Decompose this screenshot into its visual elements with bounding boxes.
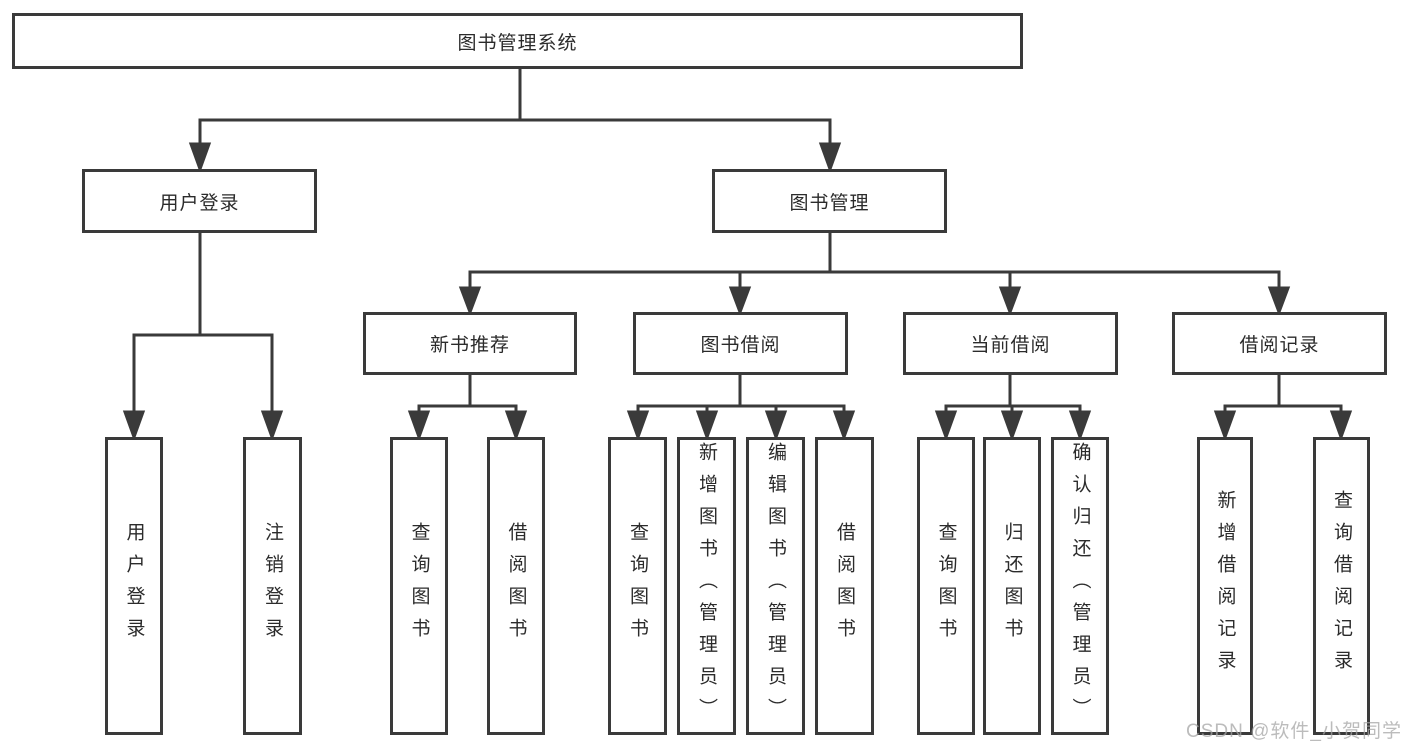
arrow-down-icon <box>407 410 431 442</box>
node-label: 确认归还（管理员） <box>1069 442 1091 730</box>
node-book-management: 图书管理 <box>712 169 947 233</box>
node-borrowing-records: 借阅记录 <box>1172 312 1387 375</box>
leaf-add-book-admin: 新增图书（管理员） <box>677 437 736 735</box>
arrow-down-icon <box>695 410 719 442</box>
leaf-borrow-books-recommendation: 借阅图书 <box>487 437 545 735</box>
node-label: 图书借阅 <box>700 335 781 356</box>
node-label: 查询借阅记录 <box>1331 490 1352 682</box>
node-new-book-recommendation: 新书推荐 <box>363 312 577 375</box>
arrow-down-icon <box>728 286 752 317</box>
node-library-management-system: 图书管理系统 <box>12 13 1023 69</box>
arrow-down-icon <box>1213 410 1237 442</box>
connector-book-borrowing <box>626 373 856 442</box>
leaf-query-borrowing-record: 查询借阅记录 <box>1313 437 1370 735</box>
arrow-down-icon <box>188 142 212 174</box>
arrow-down-icon <box>832 410 856 442</box>
node-label: 用户登录 <box>123 522 145 650</box>
node-label: 查询图书 <box>935 522 957 650</box>
arrow-down-icon <box>818 142 842 174</box>
connector-root <box>188 66 842 174</box>
arrow-down-icon <box>260 410 284 442</box>
arrow-down-icon <box>934 410 958 442</box>
connector-borrowing-records <box>1213 373 1353 442</box>
node-label: 借阅记录 <box>1239 335 1320 356</box>
node-label: 借阅图书 <box>834 522 855 650</box>
node-label: 新增借阅记录 <box>1214 490 1236 682</box>
node-label: 当前借阅 <box>970 335 1051 356</box>
node-label: 查询图书 <box>408 522 430 650</box>
node-label: 用户登录 <box>159 192 240 214</box>
connector-current-borrowing <box>934 373 1092 442</box>
arrow-down-icon <box>1000 410 1024 442</box>
arrow-down-icon <box>458 286 482 317</box>
leaf-edit-book-admin: 编辑图书（管理员） <box>746 437 805 735</box>
leaf-borrow-books-borrowing: 借阅图书 <box>815 437 874 735</box>
watermark: CSDN @软件_小贺同学 <box>1186 721 1402 742</box>
arrow-down-icon <box>998 286 1022 317</box>
connector-book-management <box>458 231 1291 317</box>
arrow-down-icon <box>504 410 528 442</box>
node-label: 图书管理系统 <box>457 32 578 54</box>
node-label: 新增图书（管理员） <box>696 442 717 730</box>
arrow-down-icon <box>1068 410 1092 442</box>
leaf-confirm-return-admin: 确认归还（管理员） <box>1051 437 1109 735</box>
leaf-user-login: 用户登录 <box>105 437 163 735</box>
node-label: 借阅图书 <box>505 522 527 650</box>
node-label: 编辑图书（管理员） <box>765 442 786 730</box>
node-current-borrowing: 当前借阅 <box>903 312 1118 375</box>
arrow-down-icon <box>626 410 650 442</box>
node-label: 图书管理 <box>789 192 870 214</box>
node-book-borrowing: 图书借阅 <box>633 312 848 375</box>
arrow-down-icon <box>1329 410 1353 442</box>
node-label: 注销登录 <box>262 522 283 650</box>
leaf-query-books-current: 查询图书 <box>917 437 975 735</box>
connector-new-book-recommendation <box>407 373 528 442</box>
arrow-down-icon <box>122 410 146 442</box>
leaf-query-books-borrowing: 查询图书 <box>608 437 667 735</box>
arrow-down-icon <box>1267 286 1291 317</box>
connector-user-login <box>122 231 284 442</box>
node-user-login: 用户登录 <box>82 169 317 233</box>
node-label: 归还图书 <box>1001 522 1023 650</box>
node-label: 新书推荐 <box>429 335 510 356</box>
leaf-query-books-recommendation: 查询图书 <box>390 437 448 735</box>
leaf-add-borrowing-record: 新增借阅记录 <box>1197 437 1253 735</box>
arrow-down-icon <box>764 410 788 442</box>
node-label: 查询图书 <box>627 522 648 650</box>
leaf-return-books: 归还图书 <box>983 437 1041 735</box>
leaf-logout: 注销登录 <box>243 437 302 735</box>
